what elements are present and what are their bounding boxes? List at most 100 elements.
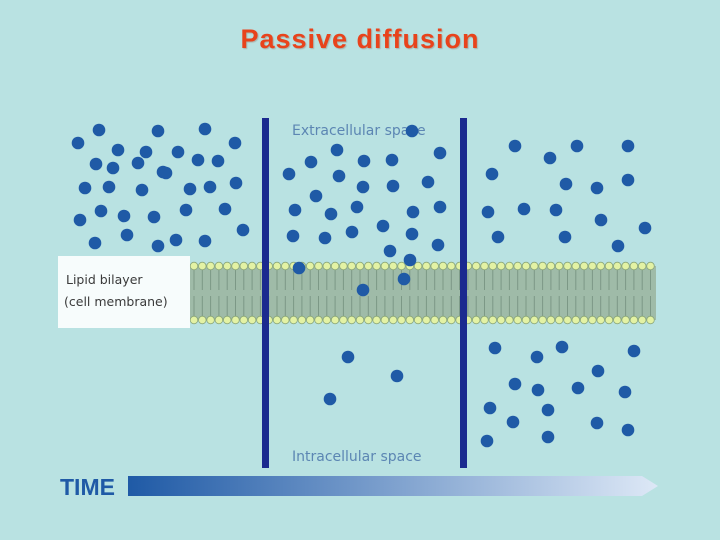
lipid-head xyxy=(372,315,381,325)
lipid-head xyxy=(239,315,248,325)
molecule-dot xyxy=(383,244,397,258)
molecule-dot xyxy=(286,229,300,243)
molecule-dot xyxy=(491,230,505,244)
lipid-head xyxy=(563,261,572,271)
molecule-dot xyxy=(403,253,417,267)
molecule-dot xyxy=(92,123,106,137)
molecule-dot xyxy=(151,124,165,138)
molecule-dot xyxy=(530,350,544,364)
extracellular-label: Extracellular space xyxy=(292,123,426,139)
lipid-head xyxy=(530,315,539,325)
lipid-head xyxy=(306,261,315,271)
molecule-dot xyxy=(385,153,399,167)
lipid-head xyxy=(322,315,331,325)
lipid-head xyxy=(488,315,497,325)
molecule-dot xyxy=(106,161,120,175)
molecule-dot xyxy=(198,234,212,248)
molecule-dot xyxy=(591,364,605,378)
lipid-head xyxy=(397,261,406,271)
lipid-head xyxy=(422,261,431,271)
lipid-head xyxy=(231,261,240,271)
lipid-head xyxy=(364,261,373,271)
stage-separator-1 xyxy=(262,118,269,468)
molecule-dot xyxy=(570,139,584,153)
lipid-head xyxy=(530,261,539,271)
lipid-head xyxy=(629,315,639,325)
time-label: TIME xyxy=(60,474,115,500)
lipid-head xyxy=(413,315,423,325)
intracellular-label: Intracellular space xyxy=(292,449,422,465)
lipid-head xyxy=(472,261,481,271)
molecule-dot xyxy=(330,143,344,157)
lipid-head xyxy=(206,261,215,271)
time-arrow-bar xyxy=(128,476,658,496)
lipid-head xyxy=(596,315,605,325)
lipid-head xyxy=(571,315,580,325)
lipid-head xyxy=(505,261,514,271)
lipid-head xyxy=(198,315,207,325)
bilayer-label-box xyxy=(58,256,190,328)
molecule-dot xyxy=(350,200,364,214)
molecule-dot xyxy=(341,350,355,364)
molecule-dot xyxy=(191,153,205,167)
molecule-dot xyxy=(517,202,531,216)
lipid-head xyxy=(247,315,257,325)
lipid-head xyxy=(571,261,580,271)
molecule-dot xyxy=(198,122,212,136)
molecule-dot xyxy=(102,180,116,194)
molecule-dot xyxy=(405,227,419,241)
molecule-dot xyxy=(120,228,134,242)
molecule-dot xyxy=(318,231,332,245)
time-arrow: TIME xyxy=(60,474,658,500)
molecule-dot xyxy=(558,230,572,244)
molecule-dot xyxy=(611,239,625,253)
lipid-head xyxy=(364,315,373,325)
lipid-head xyxy=(646,261,655,271)
molecules xyxy=(71,122,652,448)
molecule-dot xyxy=(488,341,502,355)
lipid-head xyxy=(222,315,232,325)
molecule-dot xyxy=(203,180,217,194)
molecule-dot xyxy=(147,210,161,224)
molecule-dot xyxy=(78,181,92,195)
molecule-dot xyxy=(139,145,153,159)
lipid-head xyxy=(447,315,456,325)
molecule-dot xyxy=(135,183,149,197)
molecule-dot xyxy=(390,369,404,383)
molecule-dot xyxy=(543,151,557,165)
lipid-head xyxy=(638,261,647,271)
lipid-head xyxy=(380,315,390,325)
lipid-head xyxy=(222,261,232,271)
molecule-dot xyxy=(386,179,400,193)
molecule-dot xyxy=(309,189,323,203)
lipid-head xyxy=(438,261,448,271)
lipid-head xyxy=(330,261,340,271)
lipid-head xyxy=(480,315,489,325)
molecule-dot xyxy=(292,261,306,275)
molecule-dot xyxy=(94,204,108,218)
lipid-head xyxy=(513,315,522,325)
molecule-dot xyxy=(541,430,555,444)
molecule-dot xyxy=(559,177,573,191)
molecule-dot xyxy=(433,200,447,214)
molecule-dot xyxy=(323,392,337,406)
lipid-head xyxy=(472,315,481,325)
molecule-dot xyxy=(549,203,563,217)
bilayer-label-line1: Lipid bilayer xyxy=(66,272,143,287)
molecule-dot xyxy=(117,209,131,223)
lipid-head xyxy=(355,261,365,271)
stage-separator-2 xyxy=(460,118,467,468)
molecule-dot xyxy=(169,233,183,247)
molecule-dot xyxy=(621,423,635,437)
lipid-head xyxy=(214,315,224,325)
molecule-dot xyxy=(183,182,197,196)
molecule-dot xyxy=(288,203,302,217)
molecule-dot xyxy=(508,377,522,391)
molecule-dot xyxy=(406,205,420,219)
slide-title: Passive diffusion xyxy=(240,24,480,54)
molecule-dot xyxy=(621,173,635,187)
lipid-head xyxy=(555,315,564,325)
lipid-head xyxy=(372,261,381,271)
molecule-dot xyxy=(508,139,522,153)
